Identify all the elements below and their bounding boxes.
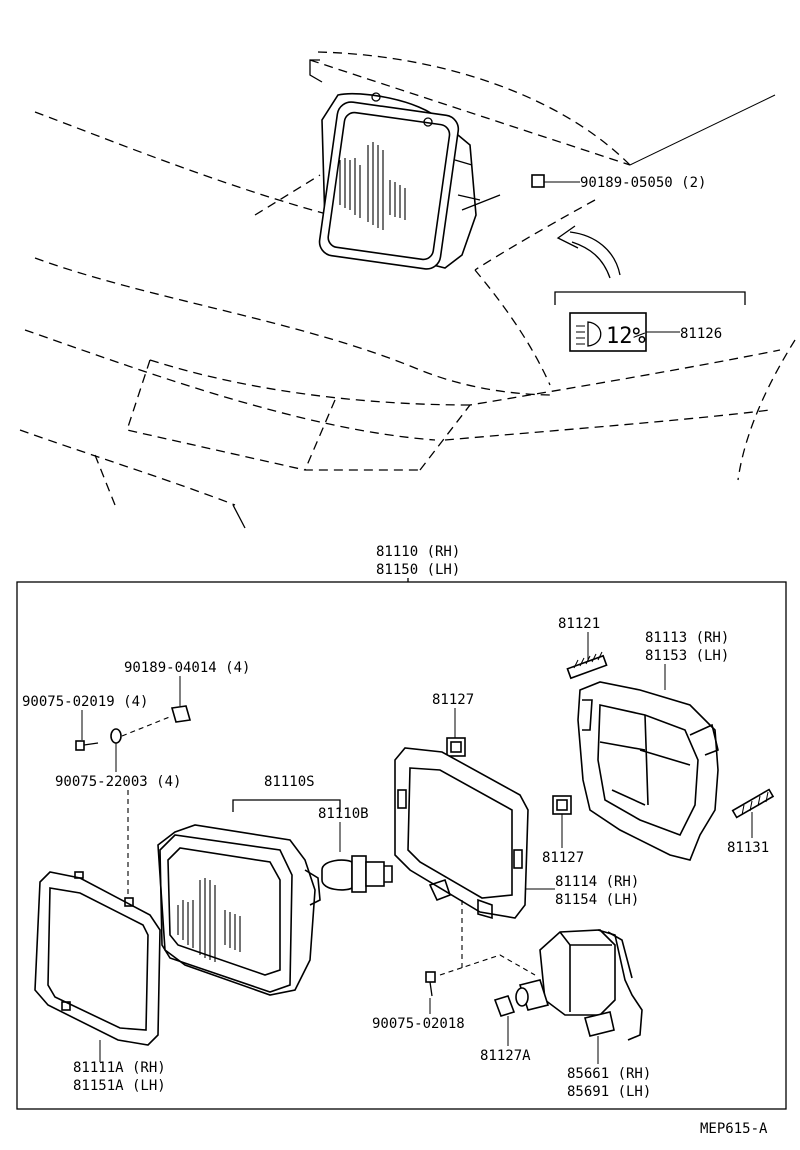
label-81110B: 81110B bbox=[318, 806, 369, 822]
clip-81127-top bbox=[446, 737, 466, 757]
nut-90189-04014 bbox=[170, 705, 192, 723]
screw-90075-02018 bbox=[425, 971, 436, 997]
vehicle-outline bbox=[19, 51, 796, 529]
screw-81131 bbox=[731, 788, 775, 838]
adjust-screw-81121 bbox=[566, 651, 608, 680]
label-90075-02019: 90075-02019 (4) bbox=[22, 694, 148, 710]
washer-90075-22003 bbox=[110, 728, 122, 744]
label-90075-02018: 90075-02018 bbox=[372, 1016, 465, 1032]
label-81127-right: 81127 bbox=[542, 850, 584, 866]
label-81127-top: 81127 bbox=[432, 692, 474, 708]
clip-81127-right bbox=[552, 795, 572, 815]
bulb-81110B bbox=[321, 855, 393, 893]
label-90189-05050: 90189-05050 (2) bbox=[580, 175, 706, 191]
lamp-symbol-text: 12% bbox=[606, 324, 646, 349]
headlamp-installed bbox=[318, 92, 501, 270]
label-81151A: 81151A (LH) bbox=[73, 1078, 166, 1094]
label-90075-22003: 90075-22003 (4) bbox=[55, 774, 181, 790]
label-81131: 81131 bbox=[727, 840, 769, 856]
label-85661: 85661 (RH) bbox=[567, 1066, 651, 1082]
lamp-indicator-bracket bbox=[554, 291, 746, 352]
assembly-frame bbox=[16, 581, 787, 1110]
mounting-frame-81114 bbox=[394, 747, 529, 920]
label-81110: 81110 (RH) bbox=[376, 544, 460, 560]
actuator-85661 bbox=[515, 929, 643, 1041]
clip-81127A bbox=[493, 995, 516, 1017]
label-81114: 81114 (RH) bbox=[555, 874, 639, 890]
screw-90075-02019 bbox=[75, 740, 99, 751]
install-arrow bbox=[556, 225, 621, 279]
label-90189-04014: 90189-04014 (4) bbox=[124, 660, 250, 676]
figure-code: MEP615-A bbox=[700, 1121, 768, 1137]
label-81121: 81121 bbox=[558, 616, 600, 632]
label-81127A: 81127A bbox=[480, 1048, 531, 1064]
label-85691: 85691 (LH) bbox=[567, 1084, 651, 1100]
label-81110S: 81110S bbox=[264, 774, 315, 790]
label-81153: 81153 (LH) bbox=[645, 648, 729, 664]
label-81154: 81154 (LH) bbox=[555, 892, 639, 908]
label-81113: 81113 (RH) bbox=[645, 630, 729, 646]
label-81111A: 81111A (RH) bbox=[73, 1060, 166, 1076]
retaining-ring-81111A bbox=[34, 871, 161, 1046]
label-81126: 81126 bbox=[680, 326, 722, 342]
label-81150: 81150 (LH) bbox=[376, 562, 460, 578]
sealed-beam-81110S bbox=[157, 824, 321, 996]
clip-90189-05050 bbox=[531, 174, 580, 188]
housing-81113 bbox=[577, 681, 719, 861]
